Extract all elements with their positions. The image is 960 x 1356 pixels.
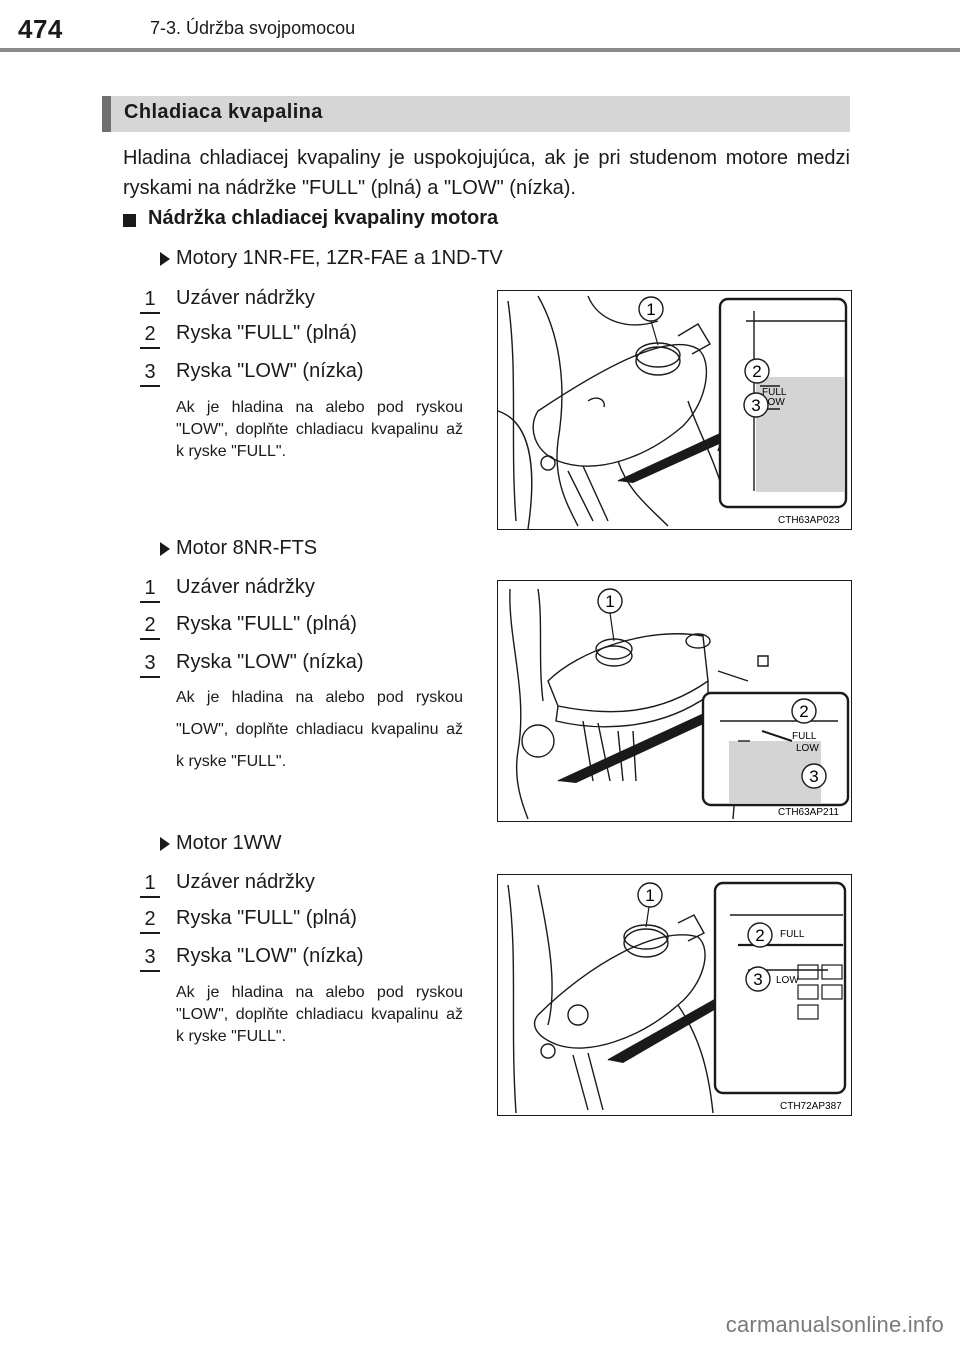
note-text: Ak je hladina na alebo pod ryskou "LOW",… — [176, 399, 463, 460]
chapter-title: 7-3. Údržba svojpomocou — [150, 18, 356, 38]
item-number: 2 — [144, 908, 156, 930]
intro-paragraph: Hladina chladiacej kvapaliny je uspokoju… — [123, 147, 850, 199]
number-underline — [140, 385, 160, 387]
number-underline — [140, 638, 160, 640]
header-rule — [0, 48, 960, 52]
item-number: 2 — [144, 323, 156, 345]
low-mark-text: LOW — [776, 975, 799, 986]
triangle-bullet-icon — [160, 837, 170, 851]
coolant-reservoir-illustration: FULL LOW 1 2 3 CTH72AP387 — [507, 881, 847, 1114]
triangle-bullet-icon — [160, 542, 170, 556]
item-number: 3 — [144, 652, 156, 674]
page-number: 474 — [18, 14, 63, 44]
number-underline — [140, 312, 160, 314]
item-label: Ryska "FULL" (plná) — [176, 613, 357, 635]
number-underline — [140, 676, 160, 678]
coolant-reservoir-illustration: FULL LOW 1 2 3 CTH63AP023 — [498, 295, 848, 529]
item-label: Uzáver nádržky — [176, 576, 315, 598]
figure-code: CTH72AP387 — [780, 1101, 842, 1112]
item-number: 3 — [144, 361, 156, 383]
item-number: 3 — [144, 946, 156, 968]
item-label: Ryska "LOW" (nízka) — [176, 360, 364, 382]
subheading: Nádržka chladiacej kvapaliny motora — [148, 207, 499, 229]
callout-number: 2 — [755, 926, 764, 945]
variant-title: Motory 1NR-FE, 1ZR-FAE a 1ND-TV — [176, 247, 503, 269]
square-bullet-icon — [123, 214, 136, 227]
item-label: Ryska "LOW" (nízka) — [176, 945, 364, 967]
item-number: 1 — [144, 288, 156, 310]
coolant-reservoir-illustration: FULL LOW 1 2 3 CTH63AP211 — [509, 588, 850, 820]
item-number: 2 — [144, 614, 156, 636]
item-label: Ryska "FULL" (plná) — [176, 322, 357, 344]
item-label: Ryska "LOW" (nízka) — [176, 651, 364, 673]
triangle-bullet-icon — [160, 252, 170, 266]
item-number: 1 — [144, 872, 156, 894]
variant-title: Motor 1WW — [176, 832, 282, 854]
callout-number: 2 — [799, 702, 808, 721]
figure-code: CTH63AP023 — [778, 515, 840, 526]
full-mark-text: FULL — [762, 387, 787, 398]
watermark: carmanualsonline.info — [725, 1312, 944, 1337]
number-underline — [140, 347, 160, 349]
note-text: Ak je hladina na alebo pod ryskou "LOW",… — [176, 984, 463, 1045]
callout-number: 3 — [751, 396, 760, 415]
variant-title: Motor 8NR-FTS — [176, 537, 318, 559]
callout-number: 2 — [752, 362, 761, 381]
item-number: 1 — [144, 577, 156, 599]
engine-illustration: FULL LOW 1 2 3 CTH72AP387 — [497, 874, 852, 1116]
number-underline — [140, 970, 160, 972]
callout-number: 3 — [809, 767, 818, 786]
engine-illustration: FULL LOW 1 2 3 CTH63AP211 — [497, 580, 852, 822]
callout-number: 1 — [605, 592, 614, 611]
item-label: Uzáver nádržky — [176, 871, 315, 893]
number-underline — [140, 932, 160, 934]
note-text: Ak je hladina na alebo pod ryskou "LOW",… — [176, 689, 463, 770]
callout-number: 3 — [753, 970, 762, 989]
engine-illustration: FULL LOW 1 2 3 CTH63AP023 — [497, 290, 852, 530]
section-title: Chladiaca kvapalina — [124, 101, 323, 123]
item-label: Uzáver nádržky — [176, 287, 315, 309]
low-mark-text: LOW — [796, 743, 819, 754]
figure-code: CTH63AP211 — [778, 807, 839, 818]
full-mark-text: FULL — [780, 929, 805, 940]
low-mark-text: LOW — [762, 397, 785, 408]
item-label: Ryska "FULL" (plná) — [176, 907, 357, 929]
section-bar-accent — [102, 96, 111, 132]
full-mark-text: FULL — [792, 731, 817, 742]
callout-number: 1 — [645, 886, 654, 905]
section-bar — [102, 96, 850, 132]
number-underline — [140, 896, 160, 898]
number-underline — [140, 601, 160, 603]
callout-number: 1 — [646, 300, 655, 319]
